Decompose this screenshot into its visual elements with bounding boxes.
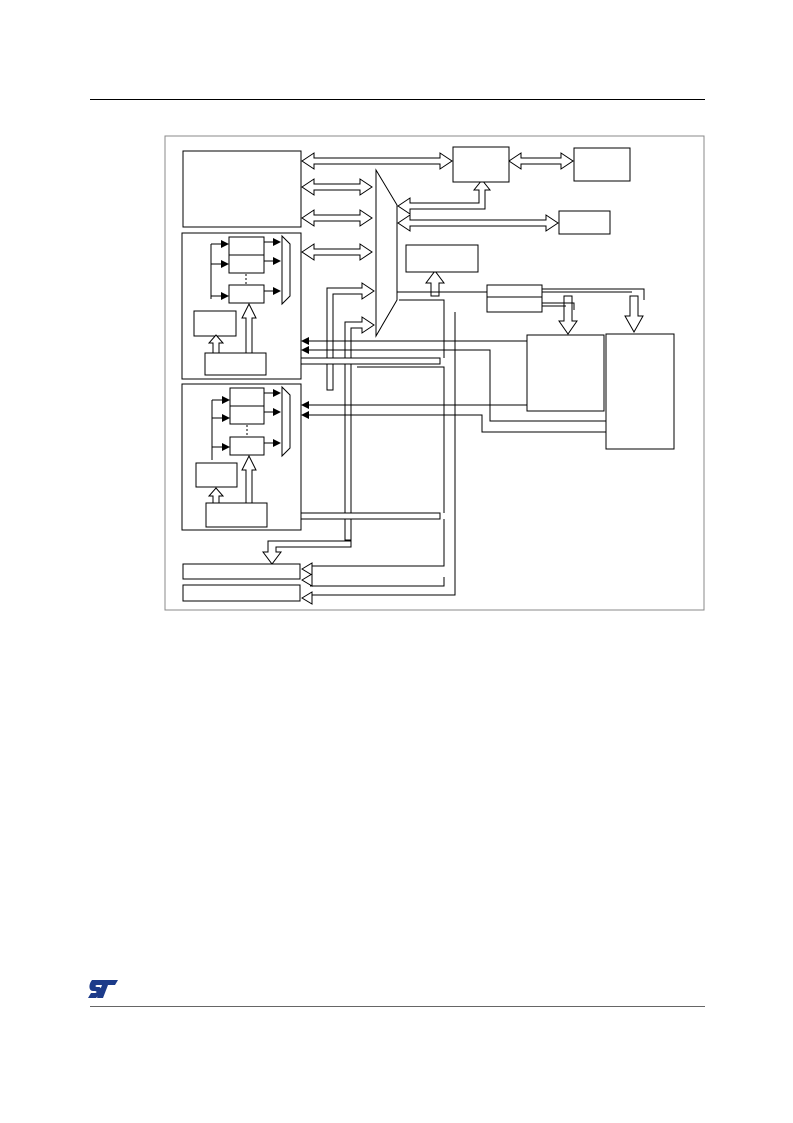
bus-feedback-1 — [326, 282, 375, 391]
subsystem-2-reg-2 — [229, 405, 265, 425]
bus-input-3 — [301, 243, 373, 261]
bus-matrix-right — [397, 214, 559, 232]
bus-down-2 — [624, 295, 644, 334]
block-peripheral-1 — [526, 334, 605, 412]
signal-lines — [301, 288, 645, 596]
subsystem-1-mux — [281, 234, 291, 306]
bus-to-center-block — [425, 270, 445, 297]
subsystem-1-control — [204, 352, 267, 376]
subsystem-2-reg-3 — [229, 436, 265, 456]
block-top — [452, 146, 510, 183]
block-center — [405, 244, 479, 273]
block-register-lower — [486, 296, 543, 313]
subsystem-1-reg-3 — [228, 284, 265, 304]
subsystem-1-counter — [193, 310, 237, 337]
subsystem-1 — [181, 232, 302, 380]
subsystem-1-reg-1 — [228, 236, 265, 256]
subsystem-1-reg-2 — [228, 254, 265, 274]
bus-input-1 — [301, 178, 373, 196]
bus-down-bottom — [262, 540, 352, 565]
subsystem-2-mux — [281, 385, 291, 458]
block-bottom-2 — [182, 584, 301, 602]
header-rule — [90, 99, 705, 100]
bus-top — [301, 152, 453, 170]
subsystem-2 — [181, 383, 302, 531]
footer-rule — [90, 1006, 705, 1007]
bus-top-right — [508, 152, 574, 170]
bus-matrix — [375, 168, 398, 338]
block-peripheral-2 — [605, 333, 675, 450]
block-top-right — [573, 147, 631, 182]
st-logo-icon — [88, 980, 118, 998]
bus-down-1 — [558, 295, 578, 335]
subsystem-2-counter — [195, 462, 238, 488]
block-top-left — [182, 150, 302, 228]
block-register-upper — [486, 284, 543, 298]
block-bottom-1 — [182, 563, 301, 580]
subsystem-2-reg-1 — [229, 387, 265, 407]
bus-input-2 — [301, 209, 373, 227]
block-right-small — [558, 210, 611, 235]
subsystem-2-control — [205, 502, 268, 528]
